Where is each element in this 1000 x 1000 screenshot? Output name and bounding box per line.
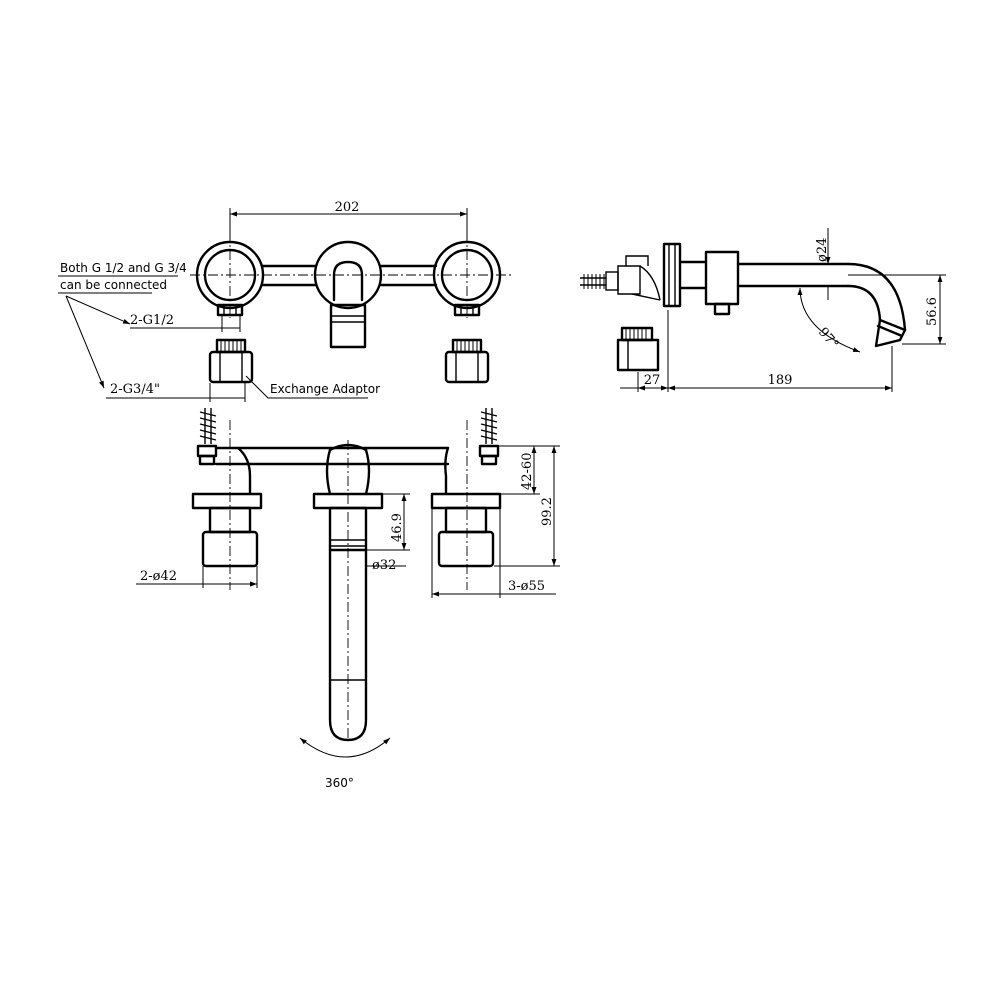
note-line-2: can be connected bbox=[60, 278, 167, 292]
left-inlet-flange bbox=[195, 240, 265, 310]
dim-wall-depth: 27 bbox=[644, 373, 661, 388]
dim-flange-diameter: 3-ø55 bbox=[508, 579, 545, 594]
dim-spout-body-diameter: ø32 bbox=[372, 558, 396, 573]
plan-view: 360° 2-ø42 ø32 46.9 3-ø55 42-60 99.2 bbox=[136, 408, 560, 790]
spout-nozzle bbox=[329, 303, 367, 349]
right-inlet-flange bbox=[432, 240, 502, 310]
left-handle bbox=[201, 530, 259, 568]
label-rotation: 360° bbox=[325, 776, 354, 790]
dim-spout-reach: 189 bbox=[768, 373, 793, 388]
right-flange bbox=[430, 492, 502, 510]
dim-adjust-range: 42-60 bbox=[520, 453, 535, 490]
right-inlet-fitting bbox=[453, 303, 481, 317]
left-stem bbox=[196, 408, 218, 466]
dim-handle-diameter: 2-ø42 bbox=[140, 569, 177, 584]
right-adaptor bbox=[444, 338, 490, 384]
left-inlet-fitting bbox=[216, 303, 244, 317]
spout-body bbox=[328, 506, 368, 552]
dim-spout-diameter: ø24 bbox=[815, 238, 830, 262]
label-thread-large: 2-G3/4" bbox=[110, 382, 160, 397]
dim-spout-drop: 56.6 bbox=[925, 297, 940, 326]
left-adaptor bbox=[208, 338, 254, 384]
left-flange bbox=[191, 492, 263, 510]
wall-plate bbox=[662, 242, 682, 308]
dim-spout-body-height: 46.9 bbox=[390, 513, 405, 542]
label-thread-small: 2-G1/2 bbox=[130, 313, 174, 328]
front-view: 202 2-G1/2 2-G3/4" Bot bbox=[58, 200, 512, 402]
right-handle bbox=[437, 530, 495, 568]
side-view: ø24 97° 56.6 27 189 bbox=[580, 228, 946, 392]
dim-overall-depth: 99.2 bbox=[540, 497, 555, 526]
dim-inlet-spacing: 202 bbox=[335, 200, 360, 215]
right-stem bbox=[478, 408, 500, 466]
note-line-1: Both G 1/2 and G 3/4 bbox=[60, 261, 187, 275]
valve-body bbox=[704, 250, 740, 306]
label-exchange-adaptor: Exchange Adaptor bbox=[270, 382, 380, 396]
center-flange bbox=[313, 240, 383, 310]
